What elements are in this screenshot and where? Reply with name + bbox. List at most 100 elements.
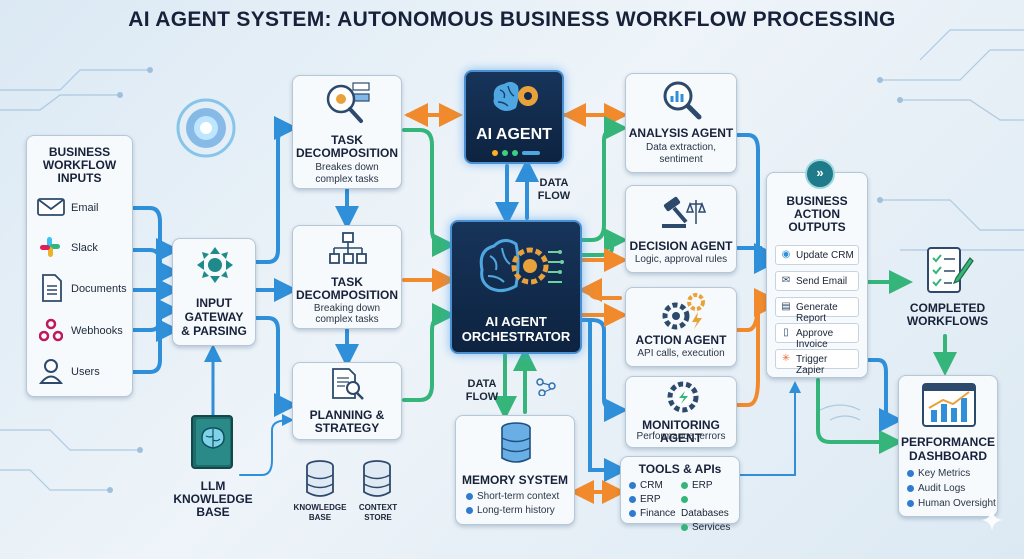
agent-sub-line2: sentiment <box>659 154 703 165</box>
document-icon <box>42 274 62 302</box>
memory-system-card: MEMORY SYSTEM Short-term context Long-te… <box>455 415 575 525</box>
completed-line1: COMPLETED <box>909 301 986 315</box>
planning-line1: PLANNING & <box>309 408 385 422</box>
tools-col2: ERP Databases Services <box>681 479 739 535</box>
memory-title: MEMORY SYSTEM <box>461 473 568 487</box>
webhook-icon <box>39 318 63 342</box>
task1-sub-line2: complex tasks <box>315 174 379 185</box>
magnifier-chart-icon <box>663 81 702 120</box>
bullet-icon <box>681 481 688 489</box>
agent-sub-line1: Data extraction, <box>645 142 717 153</box>
outputs-title-line3: OUTPUTS <box>788 220 846 234</box>
zapier-icon: ✳ <box>781 353 791 364</box>
envelope-icon: ✉ <box>781 275 791 286</box>
tools-item-label: ERP <box>640 494 661 505</box>
dashboard-item-label: Audit Logs <box>918 483 966 494</box>
task1-sub-line1: Breakes down <box>315 162 379 173</box>
database-icon <box>306 460 334 497</box>
knowledge-base-store-label: KNOWLEDGE BASE <box>290 503 350 523</box>
llm-line3: BASE <box>196 505 230 519</box>
brain-chip-icon <box>479 239 564 293</box>
dashboard-title-line2: DASHBOARD <box>909 449 987 463</box>
tools-apis-card: TOOLS & APIs CRM ERP Finance ERP Databas… <box>620 456 740 533</box>
report-icon: ▤ <box>781 301 791 312</box>
completed-line2: WORKFLOWS <box>906 314 989 328</box>
magnifier-gear-icon <box>326 82 370 123</box>
monitoring-agent-card: MONITORING AGENT Performance, errors <box>625 376 737 448</box>
agent-sub-line1: Logic, approval rules <box>634 254 728 265</box>
slack-icon <box>40 237 60 257</box>
task1-title-line1: TASK <box>331 133 363 147</box>
tools-item: Databases <box>681 493 739 521</box>
performance-dashboard-card: PERFORMANCE DASHBOARD Key Metrics Audit … <box>898 375 998 517</box>
analysis-agent-card: ANALYSIS AGENT Data extraction, sentimen… <box>625 73 737 173</box>
gateway-line1: INPUT <box>196 296 232 310</box>
hierarchy-icon <box>329 232 367 264</box>
inputs-panel: BUSINESS WORKFLOW INPUTS Email Slack Doc… <box>26 135 133 397</box>
tools-item-label: Databases <box>681 508 729 519</box>
tools-item: ERP <box>629 493 676 507</box>
invoice-icon: ▯ <box>783 327 789 338</box>
dashboard-title-line1: PERFORMANCE <box>900 435 995 449</box>
user-icon <box>39 359 63 384</box>
orchestrator-card: AI AGENT ORCHESTRATOR <box>450 220 582 354</box>
gears-bolt-icon <box>662 293 705 330</box>
document-search-icon <box>332 368 364 400</box>
dashboard-item-label: Human Oversight <box>918 498 996 509</box>
inputs-item-label: Email <box>71 202 99 214</box>
bullet-icon <box>466 492 473 500</box>
brain-gear-icon <box>493 81 538 111</box>
decision-agent-card: DECISION AGENT Logic, approval rules <box>625 185 737 273</box>
inputs-title-line1: BUSINESS <box>48 145 111 159</box>
llm-line2: KNOWLEDGE <box>173 492 253 506</box>
data-flow-line2: FLOW <box>465 391 499 403</box>
bullet-icon <box>681 495 688 503</box>
agent-title: ANALYSIS AGENT <box>628 126 734 140</box>
gear-pulse-icon <box>667 381 699 413</box>
agent-sub-line1: Performance, errors <box>636 431 726 442</box>
completed-workflows-label: COMPLETED WORKFLOWS <box>895 302 1000 328</box>
data-flow-line1: DATA <box>539 177 569 189</box>
ai-agent-card: AI AGENT <box>464 70 564 164</box>
book-brain-icon <box>191 415 233 469</box>
orchestrator-line2: ORCHESTRATOR <box>461 329 571 344</box>
outputs-title-line2: ACTION <box>794 207 840 221</box>
agent-title: DECISION AGENT <box>629 239 733 253</box>
memory-item: Short-term context <box>466 491 574 503</box>
task-decomposition-card-1: TASK DECOMPOSITION Breakes down complex … <box>292 75 402 189</box>
page-title: AI AGENT SYSTEM: AUTONOMOUS BUSINESS WOR… <box>128 8 896 31</box>
task2-title-line2: DECOMPOSITION <box>295 288 398 302</box>
context-store-label: CONTEXT STORE <box>350 503 406 523</box>
inputs-item-label: Slack <box>71 242 98 254</box>
inputs-title-line2: WORKFLOW <box>42 158 117 172</box>
data-flow-line2: FLOW <box>537 190 571 202</box>
bar-chart-icon <box>922 383 976 427</box>
memory-item: Long-term history <box>466 505 574 517</box>
memory-item-label: Short-term context <box>477 491 560 502</box>
inputs-item-label: Users <box>71 366 100 378</box>
network-nodes-icon <box>536 378 556 396</box>
store-label-line2: BASE <box>308 513 332 522</box>
planning-strategy-card: PLANNING & STRATEGY <box>292 362 402 440</box>
inputs-item-label: Documents <box>71 283 127 295</box>
outputs-title-line1: BUSINESS <box>786 194 848 208</box>
gateway-line3: & PARSING <box>181 324 247 338</box>
bullet-icon <box>907 484 914 492</box>
output-item-generate-report: ▤Generate Report <box>775 297 859 324</box>
tools-item-label: CRM <box>640 480 663 491</box>
output-item-update-crm: ◉Update CRM <box>775 245 859 265</box>
data-flow-line1: DATA <box>467 378 497 390</box>
memory-item-label: Long-term history <box>477 505 555 516</box>
llm-line1: LLM <box>200 479 226 493</box>
gavel-scale-icon <box>662 196 706 228</box>
bullet-icon <box>629 509 636 517</box>
bullet-icon <box>629 495 636 503</box>
status-lights <box>492 150 542 156</box>
inputs-item-label: Webhooks <box>71 325 123 337</box>
task1-title-line2: DECOMPOSITION <box>295 146 398 160</box>
data-flow-label-bottom: DATA FLOW <box>460 378 504 404</box>
dashboard-item: Human Oversight <box>907 498 997 510</box>
tools-col1: CRM ERP Finance <box>629 479 676 521</box>
next-arrow-icon: » <box>805 159 835 189</box>
